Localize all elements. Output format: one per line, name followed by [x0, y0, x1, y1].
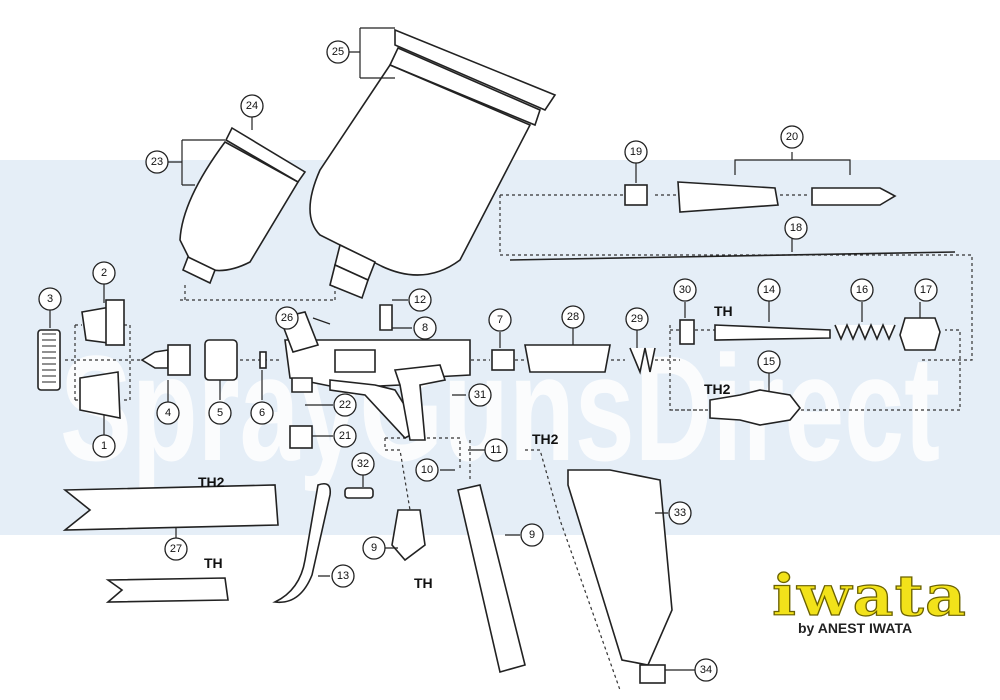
svg-text:14: 14 [763, 284, 775, 296]
callout-6: 6 [250, 401, 274, 425]
callout-4: 4 [156, 401, 180, 425]
svg-text:9: 9 [371, 542, 377, 554]
svg-text:1: 1 [101, 440, 107, 452]
leader-lines [49, 27, 921, 671]
svg-text:25: 25 [332, 46, 344, 58]
callout-5: 5 [208, 401, 232, 425]
brand-logo: iwata by ANEST IWATA [771, 562, 967, 636]
svg-text:23: 23 [151, 156, 163, 168]
svg-text:24: 24 [246, 100, 258, 112]
callout-30: 30 [673, 278, 697, 302]
callout-26: 26 [275, 306, 299, 330]
callout-15: 15 [757, 350, 781, 374]
svg-text:6: 6 [259, 407, 265, 419]
front-parts [37, 299, 267, 419]
lower-parts [62, 425, 673, 684]
callout-11: 11 [484, 438, 508, 462]
callout-22: 22 [333, 393, 357, 417]
brand-byline: by ANEST IWATA [798, 620, 912, 636]
svg-text:32: 32 [357, 458, 369, 470]
callout-33: 33 [668, 501, 692, 525]
svg-text:31: 31 [474, 389, 486, 401]
svg-text:12: 12 [414, 294, 426, 306]
svg-text:34: 34 [700, 664, 712, 676]
svg-text:3: 3 [47, 293, 53, 305]
callout-12: 12 [408, 288, 432, 312]
callout-13: 13 [331, 564, 355, 588]
variant-label-th-airvalve: TH [414, 575, 433, 591]
svg-text:19: 19 [630, 146, 642, 158]
callout-23: 23 [145, 150, 169, 174]
svg-text:21: 21 [339, 430, 351, 442]
callout-18: 18 [784, 216, 808, 240]
callout-16: 16 [850, 278, 874, 302]
variant-label-th-wrench: TH [204, 555, 223, 571]
svg-text:11: 11 [490, 444, 501, 456]
svg-text:13: 13 [337, 570, 349, 582]
svg-text:2: 2 [101, 267, 107, 279]
svg-text:8: 8 [422, 322, 428, 334]
svg-text:18: 18 [790, 222, 802, 234]
callout-17: 17 [914, 278, 938, 302]
svg-text:9: 9 [529, 529, 535, 541]
svg-text:15: 15 [763, 356, 775, 368]
callouts: 1 2 3 4 5 6 7 8 9 9 10 11 12 13 14 15 16… [38, 40, 938, 682]
variant-label-th2-handle: TH2 [532, 431, 559, 447]
callout-2: 2 [92, 261, 116, 285]
callout-20: 20 [780, 125, 804, 149]
callout-31: 31 [468, 383, 492, 407]
callout-29: 29 [625, 307, 649, 331]
svg-text:4: 4 [165, 407, 171, 419]
variant-label-th: TH [714, 303, 733, 319]
variant-label-th2-wrench: TH2 [198, 474, 225, 490]
callout-14: 14 [757, 278, 781, 302]
svg-text:16: 16 [856, 284, 868, 296]
svg-text:29: 29 [631, 313, 643, 325]
callout-9-airvalve: 9 [362, 536, 386, 560]
svg-text:27: 27 [170, 543, 182, 555]
callout-3: 3 [38, 287, 62, 311]
small-cup [179, 126, 307, 285]
large-cup [309, 28, 557, 300]
svg-text:5: 5 [217, 407, 223, 419]
callout-25: 25 [326, 40, 350, 64]
callout-1: 1 [92, 434, 116, 458]
assembly-guides [65, 194, 973, 691]
svg-text:26: 26 [281, 312, 293, 324]
svg-text:33: 33 [674, 507, 686, 519]
variant-label-th2: TH2 [704, 381, 731, 397]
svg-text:7: 7 [497, 314, 503, 326]
callout-21: 21 [333, 424, 357, 448]
callout-32: 32 [351, 452, 375, 476]
svg-text:30: 30 [679, 284, 691, 296]
callout-8: 8 [413, 316, 437, 340]
svg-text:20: 20 [786, 131, 798, 143]
svg-text:22: 22 [339, 399, 351, 411]
svg-text:17: 17 [920, 284, 932, 296]
iwata-logo: iwata [772, 563, 967, 629]
callout-28: 28 [561, 305, 585, 329]
variant-labels: TH TH2 TH2 TH TH2 TH [198, 303, 733, 591]
callout-24: 24 [240, 94, 264, 118]
callout-9-handle: 9 [520, 523, 544, 547]
callout-19: 19 [624, 140, 648, 164]
callout-34: 34 [694, 658, 718, 682]
callout-10: 10 [415, 458, 439, 482]
rear-parts [491, 181, 956, 426]
callout-7: 7 [488, 308, 512, 332]
svg-text:28: 28 [567, 311, 579, 323]
svg-text:10: 10 [421, 464, 433, 476]
callout-27: 27 [164, 537, 188, 561]
